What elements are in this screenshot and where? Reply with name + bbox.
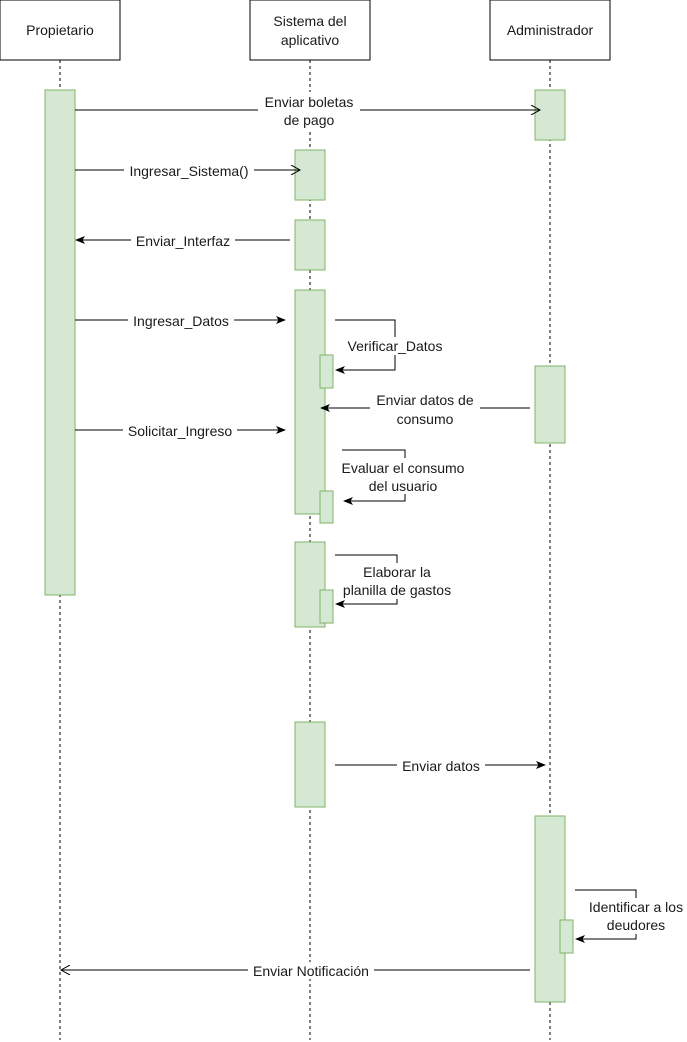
message-enviar-boletas-label-2: de pago bbox=[284, 112, 335, 128]
actor-administrador[interactable]: Administrador bbox=[489, 0, 611, 61]
actor-propietario[interactable]: Propietario bbox=[0, 0, 121, 61]
activation-admin-1 bbox=[534, 89, 566, 141]
activation-sistema-2 bbox=[294, 219, 326, 271]
message-enviar-interfaz-label: Enviar_Interfaz bbox=[136, 233, 230, 249]
activation-sistema-3 bbox=[294, 289, 326, 515]
self-message-identificar-deudores-label-1: Identificar a los bbox=[589, 899, 683, 915]
activation-propietario bbox=[44, 89, 76, 596]
message-enviar-datos-consumo-label-1: Enviar datos de bbox=[376, 392, 473, 408]
message-enviar-notificacion-label: Enviar Notificación bbox=[253, 963, 369, 979]
message-enviar-datos-consumo[interactable]: Enviar datos de consumo bbox=[320, 391, 530, 429]
self-message-verificar-datos-label: Verificar_Datos bbox=[348, 338, 443, 354]
message-solicitar-ingreso-label: Solicitar_Ingreso bbox=[128, 423, 232, 439]
activation-sistema-5 bbox=[294, 721, 326, 808]
message-ingresar-sistema[interactable]: Ingresar_Sistema() bbox=[75, 162, 300, 179]
actor-sistema[interactable]: Sistema del aplicativo bbox=[249, 0, 371, 61]
activation-sistema-1 bbox=[294, 149, 326, 201]
self-message-elaborar-planilla[interactable]: Elaborar la planilla de gastos bbox=[335, 554, 457, 608]
message-enviar-boletas[interactable]: Enviar boletas de pago bbox=[75, 92, 540, 132]
actor-administrador-label: Administrador bbox=[507, 22, 594, 38]
self-message-verificar-datos[interactable]: Verificar_Datos bbox=[335, 319, 448, 374]
activation-self-evaluar bbox=[319, 490, 334, 524]
message-enviar-datos-label: Enviar datos bbox=[402, 758, 480, 774]
message-enviar-notificacion[interactable]: Enviar Notificación bbox=[61, 962, 530, 979]
message-enviar-datos-consumo-label-2: consumo bbox=[397, 411, 454, 427]
message-ingresar-sistema-label: Ingresar_Sistema() bbox=[129, 163, 248, 179]
message-enviar-boletas-label-1: Enviar boletas bbox=[265, 94, 354, 110]
message-solicitar-ingreso[interactable]: Solicitar_Ingreso bbox=[75, 422, 286, 439]
message-ingresar-datos[interactable]: Ingresar_Datos bbox=[75, 312, 286, 329]
self-message-evaluar-consumo[interactable]: Evaluar el consumo del usuario bbox=[334, 449, 472, 505]
self-message-elaborar-planilla-label-1: Elaborar la bbox=[363, 564, 431, 580]
self-message-evaluar-consumo-label-1: Evaluar el consumo bbox=[342, 460, 465, 476]
actor-sistema-label-line2: aplicativo bbox=[281, 32, 340, 48]
activation-self-verificar bbox=[319, 354, 334, 389]
self-message-identificar-deudores[interactable]: Identificar a los deudores bbox=[575, 889, 687, 943]
activation-admin-2 bbox=[534, 365, 566, 444]
actor-propietario-label: Propietario bbox=[26, 22, 94, 38]
actor-sistema-label-line1: Sistema del bbox=[273, 13, 346, 29]
activation-self-elaborar bbox=[319, 589, 334, 624]
message-ingresar-datos-label: Ingresar_Datos bbox=[133, 313, 229, 329]
self-message-identificar-deudores-label-2: deudores bbox=[607, 917, 665, 933]
self-message-evaluar-consumo-label-2: del usuario bbox=[369, 478, 438, 494]
self-message-elaborar-planilla-label-2: planilla de gastos bbox=[343, 582, 451, 598]
message-enviar-interfaz[interactable]: Enviar_Interfaz bbox=[75, 232, 290, 249]
activation-self-identificar bbox=[559, 919, 574, 954]
activation-admin-3 bbox=[534, 815, 566, 1003]
message-enviar-datos[interactable]: Enviar datos bbox=[335, 757, 546, 774]
